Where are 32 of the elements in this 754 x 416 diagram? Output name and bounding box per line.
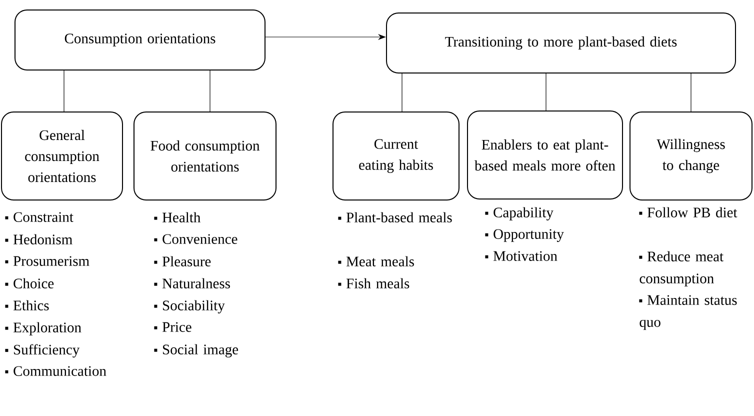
list-item: Constraint <box>5 212 74 222</box>
list-item: Maintain status quo <box>639 295 737 330</box>
list-item: Naturalness <box>154 278 230 288</box>
rounded-box: Consumption orientations <box>14 10 266 70</box>
rounded-box: General consumption orientations <box>1 112 123 200</box>
rounded-box: Willingness to change <box>630 112 752 200</box>
rounded-box: Enablers to eat plant-based meals more often <box>467 110 623 200</box>
list-item: Health <box>154 212 200 222</box>
rounded-box: Food consumption orientations <box>134 112 276 200</box>
list-item: Convenience <box>154 234 238 244</box>
list-item: Fish meals <box>338 278 410 288</box>
list-item: Opportunity <box>485 229 564 242</box>
list-item: Sociability <box>154 300 225 314</box>
list-item: Ethics <box>5 300 49 310</box>
rounded-box: Current eating habits <box>332 112 460 200</box>
list-item: Motivation <box>485 251 558 261</box>
list-item: Social image <box>154 344 238 358</box>
rounded-box: Transitioning to more plant-based diets <box>386 12 736 74</box>
list-item: Sufficiency <box>5 344 80 358</box>
list-item: Exploration <box>5 322 82 336</box>
list-item: Hedonism <box>5 234 72 244</box>
list-item: Price <box>154 322 192 332</box>
list-item: Meat meals <box>338 256 414 266</box>
list-item: Reduce meat consumption <box>639 251 724 286</box>
list-item: Choice <box>5 278 54 288</box>
list-item: Prosumerism <box>5 256 90 266</box>
list-item: Plant-based meals <box>338 212 452 222</box>
list-item: Follow PB diet <box>639 207 738 218</box>
list-item: Communication <box>5 366 106 376</box>
list-item: Capability <box>485 207 554 220</box>
connector-line <box>690 73 692 112</box>
list-item: Pleasure <box>154 256 211 266</box>
